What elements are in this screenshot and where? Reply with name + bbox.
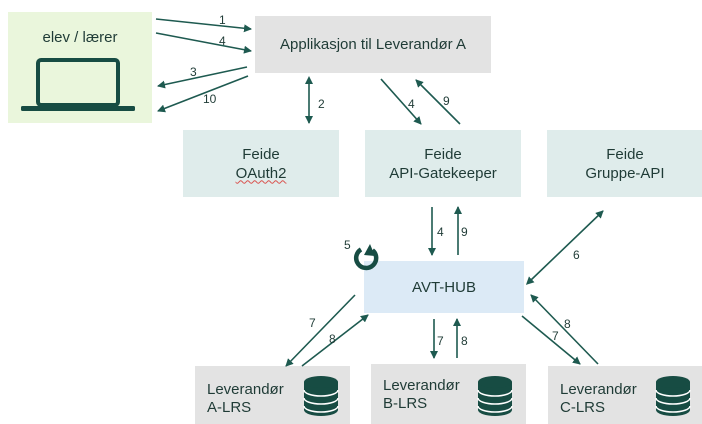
arrow-client-to-app-4 bbox=[155, 32, 252, 54]
database-icon bbox=[477, 376, 513, 416]
label-9-app: 9 bbox=[443, 94, 450, 108]
app-label: Applikasjon til Leverandør A bbox=[280, 36, 466, 53]
label-7-b: 7 bbox=[437, 334, 444, 348]
label-1: 1 bbox=[219, 13, 226, 27]
lrs-a-line2: A-LRS bbox=[207, 399, 252, 416]
lrs-a-label: Leverandør A-LRS bbox=[207, 381, 284, 417]
group-api-box bbox=[547, 130, 702, 197]
oauth-box bbox=[183, 130, 339, 197]
label-10: 10 bbox=[203, 92, 217, 106]
database-icon bbox=[303, 376, 339, 416]
label-4-app: 4 bbox=[408, 97, 415, 111]
oauth-line1: Feide bbox=[242, 145, 280, 163]
label-8-a: 8 bbox=[329, 332, 336, 346]
label-4-client: 4 bbox=[219, 34, 226, 48]
gatekeeper-box bbox=[365, 130, 521, 197]
label-8-c: 8 bbox=[564, 317, 571, 331]
arrow-app-to-client-10 bbox=[157, 75, 249, 113]
lrs-c-line1: Leverandør bbox=[560, 381, 637, 398]
label-4-hub: 4 bbox=[437, 225, 444, 239]
hub-label: AVT-HUB bbox=[412, 278, 476, 296]
lrs-c-label: Leverandør C-LRS bbox=[560, 381, 637, 417]
label-8-b: 8 bbox=[461, 334, 468, 348]
database-icon bbox=[655, 376, 691, 416]
group-api-line2: Gruppe-API bbox=[585, 164, 665, 182]
app-box bbox=[255, 16, 491, 73]
refresh-cycle-icon bbox=[353, 244, 379, 271]
lrs-b-label: Leverandør B-LRS bbox=[383, 377, 460, 413]
hub-box bbox=[364, 261, 524, 313]
label-7-a: 7 bbox=[309, 316, 316, 330]
lrs-a-line1: Leverandør bbox=[207, 381, 284, 398]
arrow-hub-group-api-6 bbox=[525, 210, 604, 285]
arrow-app-to-client-3 bbox=[157, 66, 248, 89]
arrow-gatekeeper-to-app-9 bbox=[415, 79, 461, 125]
laptop-icon bbox=[21, 58, 135, 111]
label-3: 3 bbox=[190, 65, 197, 79]
arrow-app-to-gatekeeper-4 bbox=[380, 78, 422, 125]
arrow-client-to-app-1 bbox=[155, 18, 252, 33]
label-6: 6 bbox=[573, 248, 580, 262]
label-5: 5 bbox=[344, 238, 351, 252]
lrs-c-line2: C-LRS bbox=[560, 399, 606, 416]
hub-label-wrap: AVT-HUB bbox=[364, 261, 524, 313]
arrow-hub-to-c-7 bbox=[521, 315, 581, 365]
label-7-c: 7 bbox=[552, 329, 559, 343]
arrow-c-to-hub-8 bbox=[530, 294, 599, 365]
group-api-label-wrap: Feide Gruppe-API bbox=[547, 130, 702, 197]
oauth-label-wrap: Feide OAuth2 bbox=[183, 130, 339, 197]
oauth-line2: OAuth2 bbox=[235, 164, 287, 182]
gatekeeper-label-wrap: Feide API-Gatekeeper bbox=[365, 130, 521, 197]
app-label-wrap: Applikasjon til Leverandør A bbox=[255, 16, 491, 73]
gatekeeper-line1: Feide bbox=[424, 145, 462, 163]
lrs-b-line2: B-LRS bbox=[383, 395, 428, 412]
client-label: elev / lærer bbox=[42, 28, 118, 46]
client-label-wrap: elev / lærer bbox=[8, 26, 152, 48]
group-api-line1: Feide bbox=[606, 145, 644, 163]
arrow-hub-to-a-7 bbox=[285, 294, 356, 367]
label-2: 2 bbox=[318, 97, 325, 111]
gatekeeper-line2: API-Gatekeeper bbox=[389, 164, 497, 182]
arrow-a-to-hub-8 bbox=[301, 314, 369, 367]
label-9-hub: 9 bbox=[461, 225, 468, 239]
lrs-b-line1: Leverandør bbox=[383, 377, 460, 394]
